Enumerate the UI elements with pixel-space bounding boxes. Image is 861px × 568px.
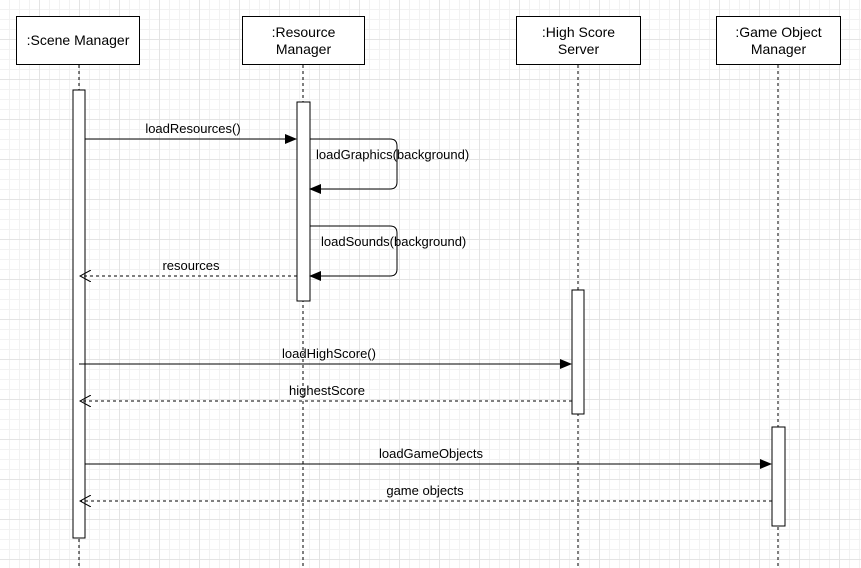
- participant-scene-manager[interactable]: :Scene Manager: [16, 16, 140, 65]
- participant-game-object-manager[interactable]: :Game Object Manager: [716, 16, 841, 65]
- message-load-graphics-arrow[interactable]: [309, 138, 398, 194]
- message-game-objects-return-label: game objects: [386, 483, 464, 498]
- participant-scene-manager-label: :Scene Manager: [26, 32, 130, 48]
- message-load-sounds-label: loadSounds(background): [321, 234, 467, 249]
- participant-high-score-server[interactable]: :High Score Server: [516, 16, 641, 65]
- activation-scene-manager[interactable]: [72, 89, 86, 539]
- message-load-game-objects-label: loadGameObjects: [378, 446, 484, 461]
- participant-resource-manager[interactable]: :Resource Manager: [242, 16, 365, 65]
- message-load-resources-label: loadResources(): [145, 121, 241, 136]
- activation-game-object-manager[interactable]: [771, 426, 786, 527]
- activation-resource-manager[interactable]: [296, 101, 311, 302]
- message-load-high-score-label: loadHighScore(): [282, 346, 376, 361]
- message-load-sounds-arrow[interactable]: [309, 225, 398, 281]
- activation-high-score-server[interactable]: [571, 289, 585, 415]
- message-load-graphics-label: loadGraphics(background): [316, 147, 470, 162]
- message-highest-score-return-label: highestScore: [289, 383, 365, 398]
- participant-game-object-manager-label: :Game Object Manager: [735, 23, 822, 57]
- participant-resource-manager-label: :Resource Manager: [271, 23, 336, 57]
- participant-high-score-server-label: :High Score Server: [541, 23, 616, 57]
- message-resources-return-label: resources: [162, 258, 220, 273]
